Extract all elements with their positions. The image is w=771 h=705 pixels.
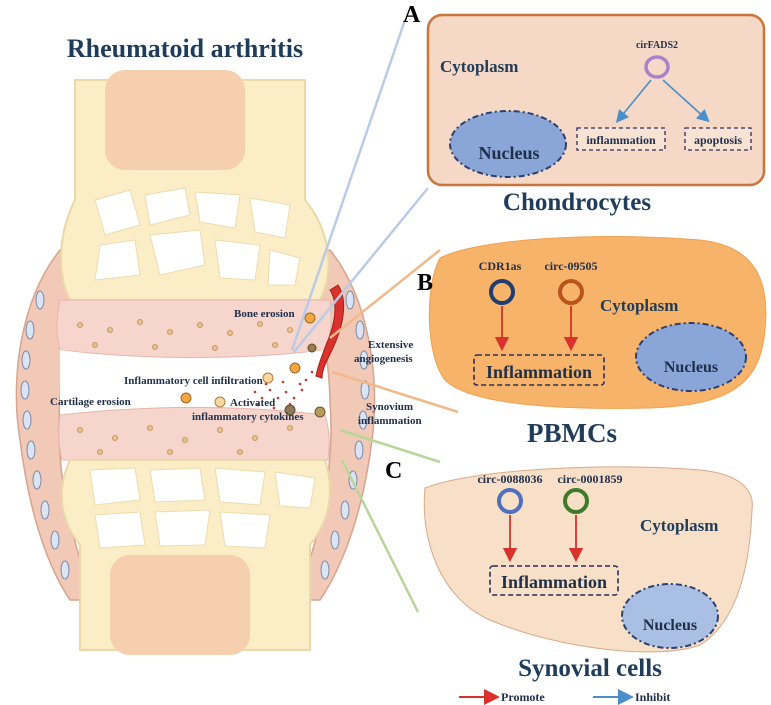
panel-b-nucleus — [635, 322, 747, 392]
panel-a-nucleus-label: Nucleus — [478, 143, 539, 163]
panel-b-letter: B — [417, 270, 433, 296]
panel-a-target1: inflammation — [586, 133, 656, 147]
left-title: Rheumatoid arthritis — [67, 34, 303, 63]
inflammatory-cells — [180, 312, 326, 418]
legend: Promote Inhibit — [459, 689, 670, 705]
panel-a-target1-box — [576, 127, 666, 151]
panel-b-nucleus-label: Nucleus — [664, 359, 718, 376]
panel-b: B CDR1as circ-09505 Cytoplasm Inflammati… — [417, 236, 767, 448]
synovial-cells-right — [320, 290, 370, 580]
panel-b-target: Inflammation — [486, 362, 592, 382]
joint-illustration — [15, 70, 376, 655]
upper-bone-marrow — [105, 70, 245, 170]
panel-c: C circ-0088036 circ-0001859 Cytoplasm In… — [385, 458, 753, 682]
label-extensive-line1: Extensive — [368, 339, 413, 351]
blood-vessel — [315, 284, 345, 379]
panel-c-caption: Synovial cells — [518, 655, 662, 682]
panel-b-circrna1-label: CDR1as — [479, 259, 522, 273]
panel-c-circrna1-ring — [497, 488, 523, 514]
upper-cartilage — [56, 299, 332, 358]
panel-c-cytoplasm: Cytoplasm — [640, 516, 718, 535]
label-activated-line2: inflammatory cytokines — [192, 411, 304, 423]
panel-a-caption: Chondrocytes — [503, 189, 651, 216]
panel-a-cytoplasm: Cytoplasm — [440, 57, 518, 76]
panel-a: A Cytoplasm cirFADS2 Nucleus inflammatio… — [403, 2, 766, 216]
lower-bone-marrow — [110, 555, 250, 655]
panel-c-circrna1-label: circ-0088036 — [477, 472, 542, 486]
label-bone-erosion: Bone erosion — [234, 308, 295, 320]
cytokine-dots — [253, 370, 314, 410]
panel-b-cytoplasm: Cytoplasm — [600, 296, 678, 315]
panel-b-circrna2-label: circ-09505 — [544, 259, 597, 273]
label-activated-line1: Activated — [230, 397, 275, 409]
panel-c-nucleus-label: Nucleus — [643, 617, 697, 634]
panel-b-target-box — [473, 354, 605, 386]
panel-a-target2-box — [684, 127, 752, 151]
panel-a-circrna-ring — [644, 55, 670, 79]
panel-a-letter: A — [403, 2, 421, 28]
upper-spongy-bone — [94, 187, 301, 286]
connector-rays — [290, 19, 459, 613]
panel-a-arrow-inflammation — [615, 79, 652, 123]
label-inflammatory-cell-infiltration: Inflammatory cell infiltration — [124, 375, 263, 387]
panel-a-nucleus — [449, 110, 567, 178]
panel-a-target2: apoptosis — [694, 133, 742, 147]
lower-spongy-bone — [89, 467, 316, 549]
legend-inhibit-label: Inhibit — [635, 690, 670, 704]
panel-b-circrna2-ring — [558, 279, 584, 305]
label-cartilage-erosion: Cartilage erosion — [50, 396, 131, 408]
panel-a-circrna-label: cirFADS2 — [636, 40, 678, 51]
panel-a-arrow-apoptosis — [662, 79, 710, 123]
panel-c-target-box — [489, 565, 619, 596]
legend-promote-label: Promote — [501, 690, 545, 704]
panel-c-circrna2-ring — [563, 488, 589, 514]
panel-c-target: Inflammation — [501, 572, 607, 592]
label-extensive-line2: angiogenesis — [354, 353, 413, 365]
panel-b-circrna1-ring — [489, 279, 515, 305]
panel-c-circrna2-label: circ-0001859 — [557, 472, 622, 486]
label-synovium-line2: inflammation — [358, 415, 422, 427]
lower-cartilage — [58, 407, 330, 461]
joint-space — [60, 350, 325, 415]
synovial-cells-left — [20, 290, 70, 580]
panel-c-letter: C — [385, 458, 402, 484]
panel-c-nucleus — [621, 583, 719, 649]
panel-b-caption: PBMCs — [527, 418, 617, 448]
cartilage-cells — [77, 319, 293, 455]
label-synovium-line1: Synovium — [366, 401, 413, 413]
